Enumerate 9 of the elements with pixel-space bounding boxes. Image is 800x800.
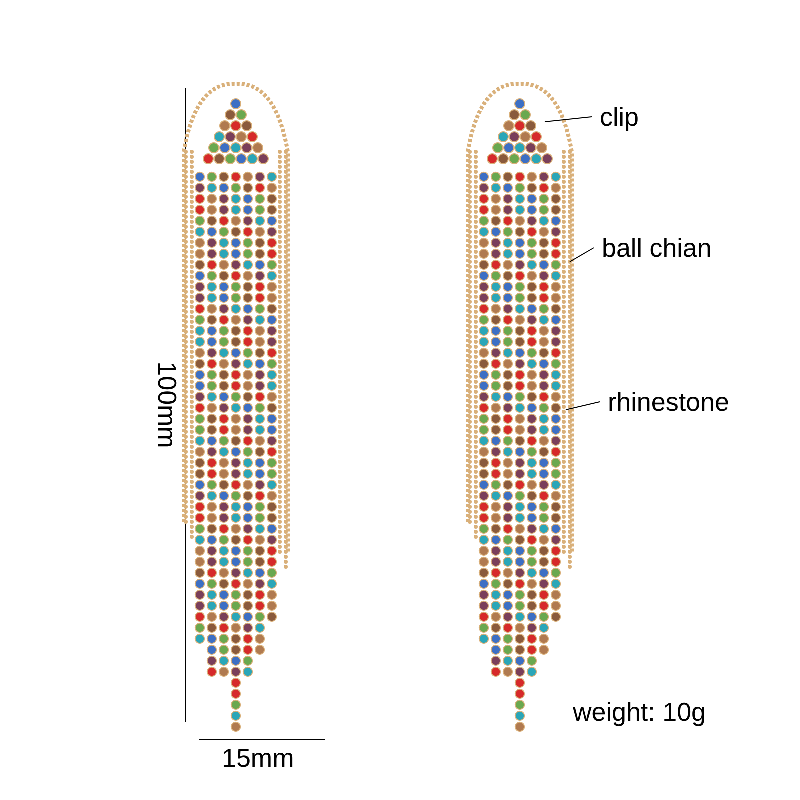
leader-line bbox=[566, 402, 600, 410]
leader-line bbox=[544, 116, 592, 122]
part-label: rhinestone bbox=[608, 386, 730, 418]
dimension-label: 100mm bbox=[151, 362, 184, 448]
part-label: ball chian bbox=[602, 232, 712, 264]
dimension-label: 15mm bbox=[222, 742, 294, 774]
weight-note: weight: 10g bbox=[573, 696, 706, 728]
leader-line bbox=[570, 248, 594, 262]
part-label: clip bbox=[600, 101, 640, 133]
